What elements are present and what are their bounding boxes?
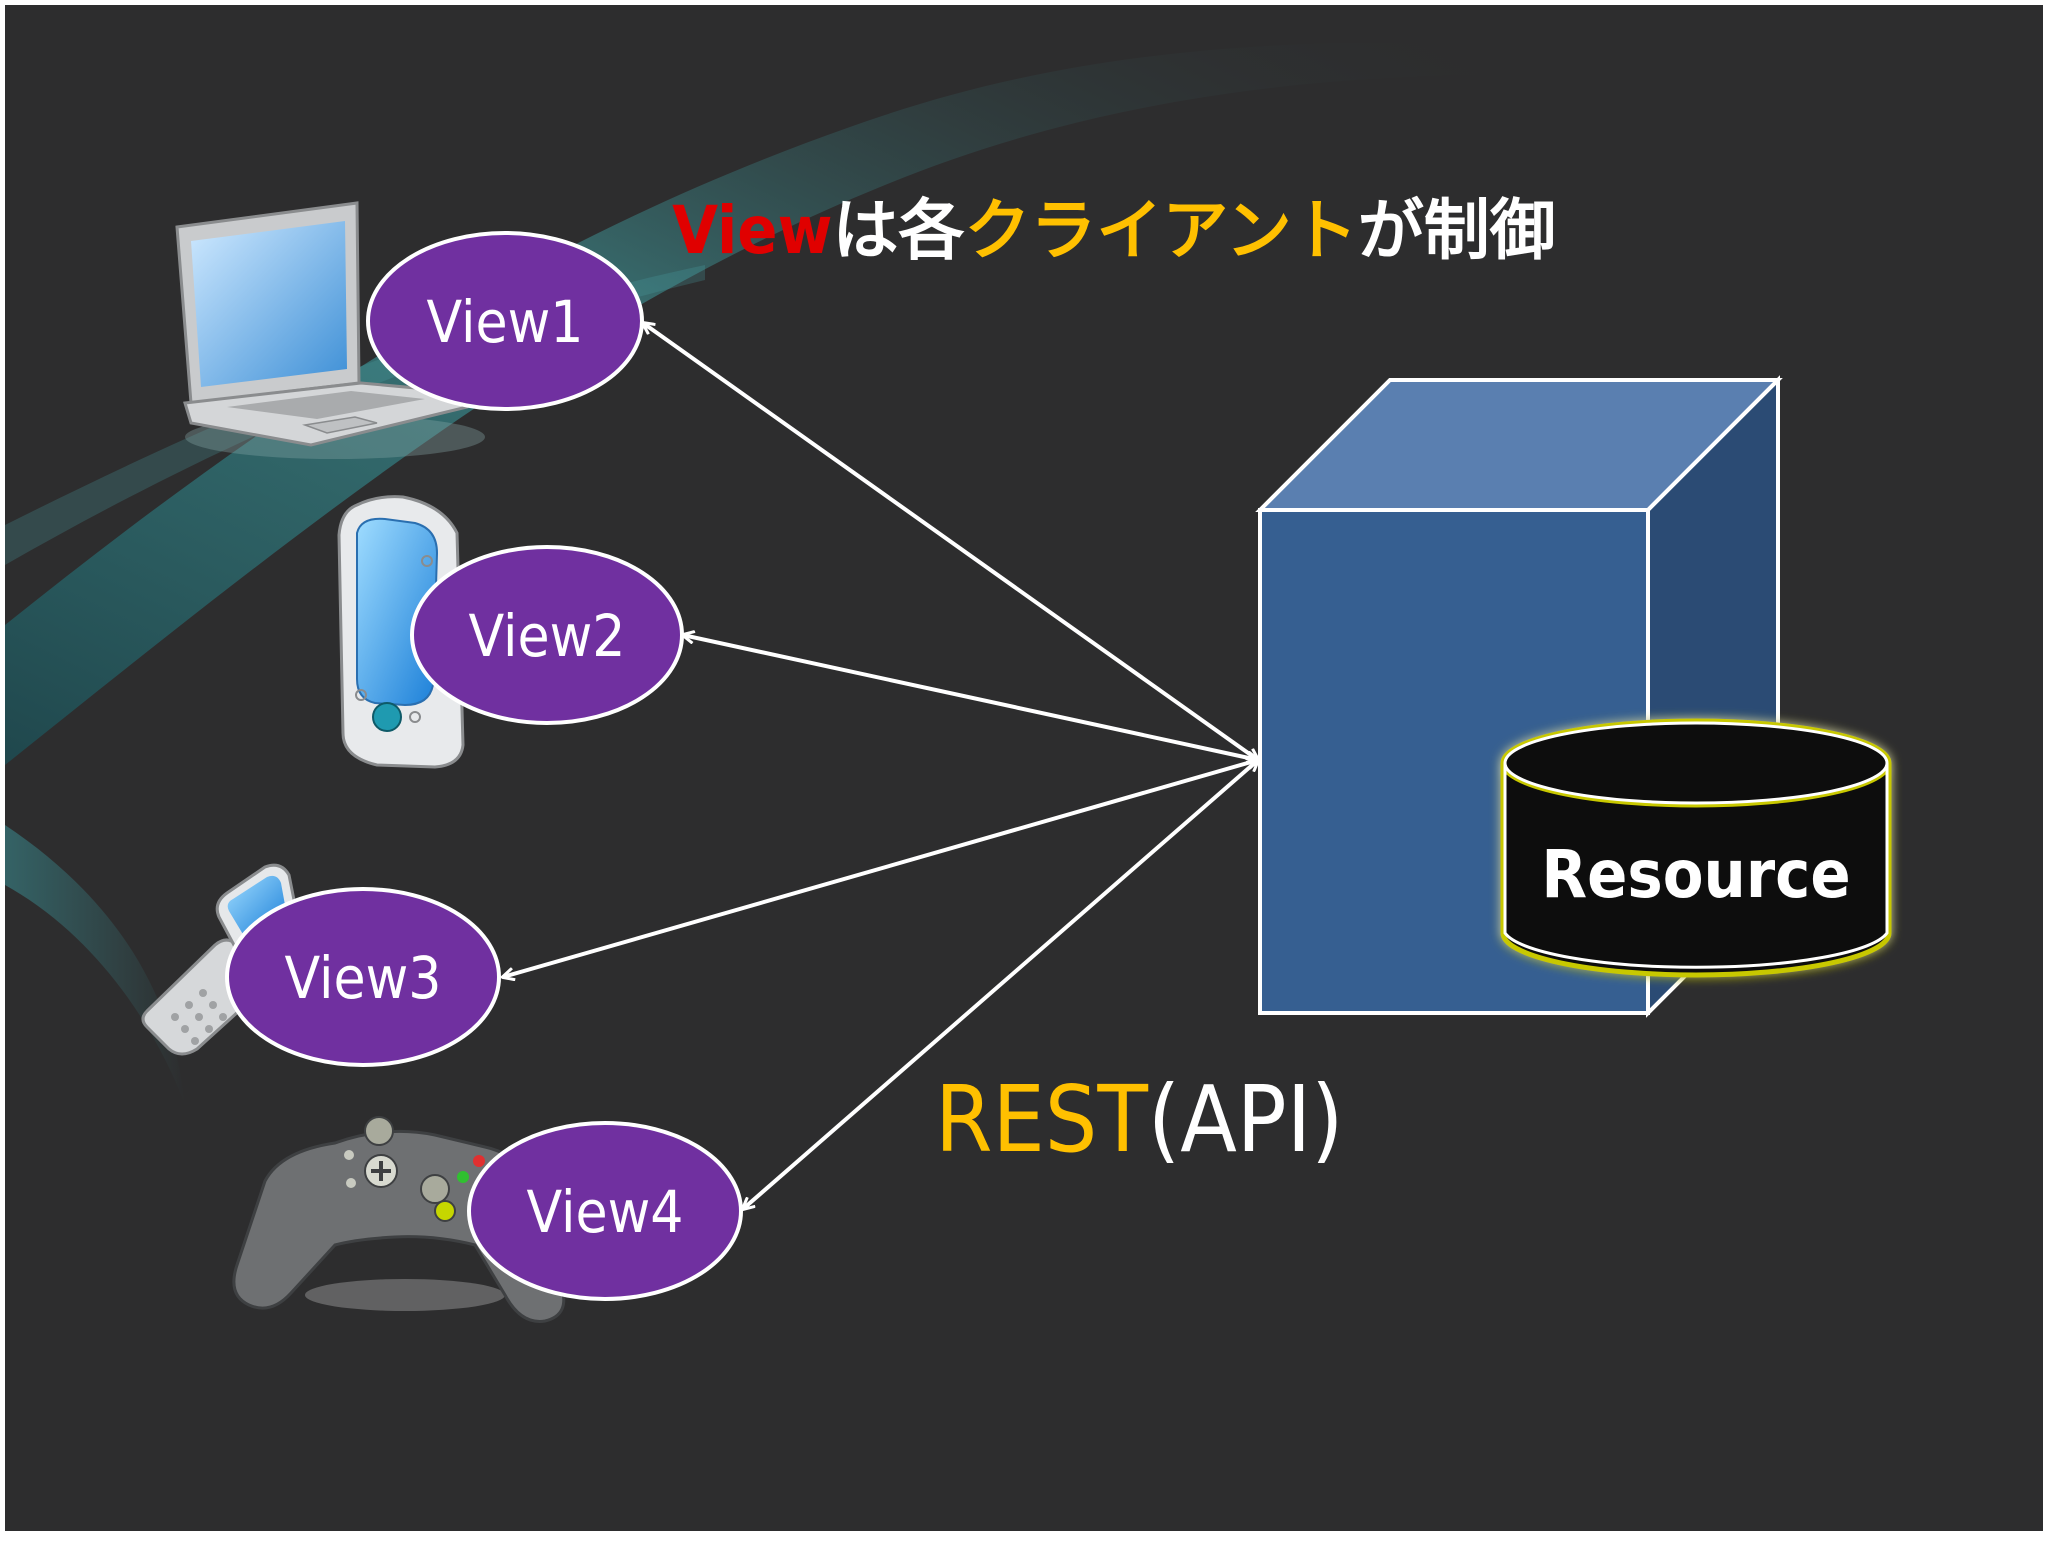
view2-node: View2	[410, 545, 684, 725]
title-ga-seigyo: が制御	[1358, 192, 1556, 269]
view4-node: View4	[467, 1121, 743, 1301]
title: Viewは各クライアントが制御	[672, 192, 1556, 269]
view2-label: View2	[469, 602, 626, 670]
slide: Viewは各クライアントが制御 Resource REST(API)	[5, 5, 2043, 1531]
view3-label: View3	[285, 944, 442, 1012]
laptop-icon	[175, 201, 485, 459]
title-ha-kaku: は各	[832, 192, 965, 269]
arrow-view3	[503, 760, 1258, 977]
arrow-view2	[683, 635, 1258, 760]
view4-label: View4	[527, 1178, 684, 1246]
view3-node: View3	[225, 887, 501, 1067]
api-label: REST(API)	[935, 1066, 1343, 1173]
title-view: View	[672, 192, 832, 269]
title-client: クライアント	[964, 192, 1357, 269]
view1-label: View1	[427, 288, 584, 356]
resource-cylinder	[1500, 718, 1892, 978]
arrows	[503, 323, 1258, 1209]
pda-phone-icon	[337, 495, 465, 769]
arrow-view4	[743, 760, 1258, 1209]
api-rest: REST	[935, 1066, 1148, 1173]
resource-label: Resource	[1541, 836, 1850, 913]
api-paren: (API)	[1148, 1066, 1344, 1173]
view1-node: View1	[366, 231, 644, 411]
